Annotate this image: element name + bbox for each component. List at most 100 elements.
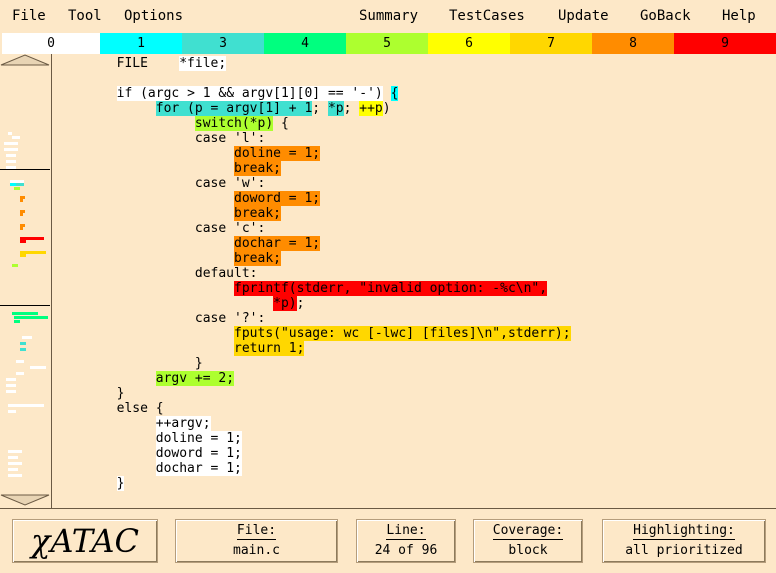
file-label: File: [236,523,277,540]
code-line[interactable]: case 'l': [54,131,265,146]
code-text: } [54,356,203,371]
code-line[interactable]: *p); [54,296,304,311]
code-text [54,161,234,176]
source-code-view[interactable]: FILE *file; if (argc > 1 && argv[1][0] =… [54,56,774,506]
coverage-info-box[interactable]: Coverage: block [473,519,583,563]
code-line[interactable]: break; [54,251,281,266]
menu-options[interactable]: Options [124,8,184,24]
overview-viewport-frame[interactable] [0,169,50,306]
code-text: case 'w': [54,176,266,191]
code-text [54,191,234,206]
code-text [54,206,234,221]
code-line[interactable]: } [54,476,125,491]
menu-help[interactable]: Help [722,8,756,24]
code-line[interactable]: doword = 1; [54,191,321,206]
code-line[interactable]: case 'w': [54,176,265,191]
menu-file[interactable]: File [12,8,46,24]
code-text: case 'l': [54,131,266,146]
code-line[interactable]: default: [54,266,258,281]
code-text: } [54,386,125,401]
code-line[interactable]: case '?': [54,311,265,326]
code-line[interactable]: dochar = 1; [54,461,242,476]
code-text [54,101,156,116]
highlighting-value: all prioritized [625,543,743,558]
code-text [54,431,156,446]
code-line[interactable]: dochar = 1; [54,236,321,251]
code-text [54,476,117,491]
code-text [54,446,156,461]
coverage-highlight: } [116,476,125,491]
code-text [54,416,156,431]
coverage-highlight: ++p [359,101,383,116]
coverage-color-legend: 0 1 3 4 5 6 7 8 9 [2,33,776,54]
code-line[interactable]: fprintf(stderr, "invalid option: -%c\n", [54,281,548,296]
legend-cell-8: 8 [592,33,674,54]
code-line[interactable]: break; [54,206,281,221]
coverage-value: block [508,543,548,558]
coverage-highlight: doword = 1; [234,191,321,206]
code-line[interactable]: switch(*p) { [54,116,289,131]
legend-cell-4: 4 [264,33,346,54]
code-line[interactable]: argv += 2; [54,371,235,386]
coverage-highlight: break; [234,161,281,176]
coverage-highlight: ++argv; [155,416,211,431]
legend-cell-3: 3 [182,33,264,54]
menu-summary[interactable]: Summary [359,8,419,24]
code-line[interactable]: if (argc > 1 && argv[1][0] == '-') { [54,86,399,101]
code-line[interactable]: for (p = argv[1] + 1; *p; ++p) [54,101,391,116]
coverage-highlight: if (argc > 1 && argv[1][0] == '-') [116,86,383,101]
code-text: else { [54,401,164,416]
file-value: main.c [233,543,280,558]
code-line[interactable]: } [54,356,203,371]
menu-bar: File Tool Options Summary TestCases Upda… [0,0,776,32]
code-text [54,236,234,251]
highlighting-info-box[interactable]: Highlighting: all prioritized [602,519,766,563]
code-line[interactable]: } [54,386,125,401]
code-text: ) [382,101,391,116]
coverage-highlight: switch(*p) [194,116,274,131]
coverage-highlight: dochar = 1; [234,236,321,251]
legend-cell-7: 7 [510,33,592,54]
coverage-highlight: { [390,86,399,101]
code-line[interactable]: FILE *file; [54,56,227,71]
code-text [54,251,234,266]
code-line[interactable]: else { [54,401,164,416]
coverage-highlight: doline = 1; [234,146,321,161]
code-line[interactable]: doline = 1; [54,146,321,161]
menu-testcases[interactable]: TestCases [449,8,525,24]
scroll-down-arrow-icon[interactable] [0,494,50,506]
code-text [54,341,234,356]
code-line[interactable]: doword = 1; [54,446,242,461]
file-info-box: File: main.c [175,519,338,563]
coverage-highlight: doword = 1; [155,446,242,461]
file-overview-scrollbar[interactable] [0,54,52,508]
code-line[interactable]: fputs("usage: wc [-lwc] [files]\n",stder… [54,326,571,341]
code-line[interactable]: break; [54,161,281,176]
coverage-highlight: fprintf(stderr, "invalid option: -%c\n", [234,281,548,296]
coverage-highlight: break; [234,251,281,266]
code-text [54,326,234,341]
coverage-highlight: *file; [179,56,227,71]
menu-update[interactable]: Update [558,8,609,24]
coverage-highlight: return 1; [234,341,305,356]
code-text: default: [54,266,258,281]
legend-cell-0: 0 [2,33,100,54]
coverage-highlight: for (p = argv[1] + 1 [155,101,313,116]
code-line[interactable]: doline = 1; [54,431,242,446]
legend-cell-5: 5 [346,33,428,54]
code-text [54,146,234,161]
code-text: { [273,116,289,131]
code-text: FILE [54,56,180,71]
coverage-highlight: break; [234,206,281,221]
code-line[interactable]: ++argv; [54,416,211,431]
scroll-up-arrow-icon[interactable] [0,54,50,66]
menu-tool[interactable]: Tool [68,8,102,24]
code-text [54,281,234,296]
code-line[interactable]: return 1; [54,341,305,356]
code-text [383,86,391,101]
code-text: ; [312,101,328,116]
code-text: ; [343,101,360,116]
code-line[interactable]: case 'c': [54,221,265,236]
code-text [54,461,156,476]
menu-goback[interactable]: GoBack [640,8,691,24]
